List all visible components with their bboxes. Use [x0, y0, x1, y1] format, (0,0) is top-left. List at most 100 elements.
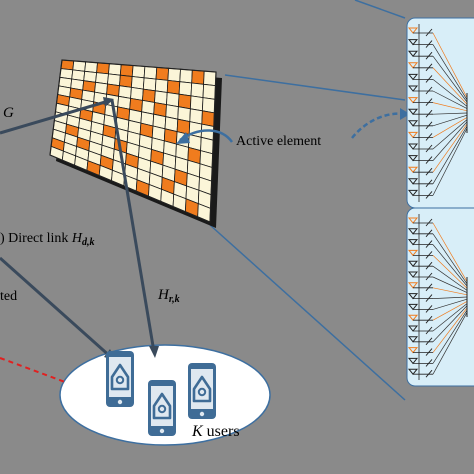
label-direct-link-sub: d,k — [82, 237, 95, 248]
antenna-shape — [407, 108, 419, 116]
ris-surface — [49, 59, 222, 228]
antenna-icon — [407, 131, 419, 139]
zoom-arrow — [351, 112, 405, 139]
circuit-route — [432, 32, 468, 98]
circuit-panel — [406, 207, 474, 387]
link-g-arrowhead — [103, 97, 114, 107]
circuit-route — [432, 67, 468, 105]
ris-passive-cell — [190, 82, 205, 99]
label-cut-word: ted — [0, 289, 18, 304]
phase-shifter-icon — [425, 369, 433, 378]
phase-shifter-slash — [425, 156, 433, 164]
phase-shifter-icon — [425, 218, 433, 227]
link-h-r — [110, 99, 156, 353]
antenna-shape — [407, 85, 419, 92]
phase-shifter-icon — [425, 348, 433, 356]
phone-home-button — [159, 428, 165, 434]
circuit-route — [432, 90, 468, 109]
ris-active-cell — [191, 69, 205, 85]
label-g: G — [3, 105, 14, 121]
phase-shifter-icon — [425, 305, 433, 313]
circuit-route — [432, 296, 468, 299]
phase-shifter-icon — [425, 51, 433, 60]
ris-passive-cell — [202, 83, 216, 100]
antenna-icon — [407, 347, 419, 354]
antenna-shape — [407, 239, 419, 246]
phase-shifter-slash — [425, 251, 433, 259]
phase-shifter-slash — [425, 144, 433, 153]
ris-active-cell — [96, 62, 110, 75]
phase-shifter-icon — [425, 294, 433, 302]
ris-passive-cell — [167, 67, 181, 83]
phase-shifter-icon — [425, 191, 433, 199]
antenna-icon — [407, 282, 419, 289]
phase-shifter-slash — [425, 167, 433, 176]
phase-shifter-slash — [425, 28, 433, 37]
ris-active-cell — [119, 64, 134, 77]
circuit-panel — [406, 17, 474, 209]
circuit-route — [432, 287, 468, 296]
active-element-arrowhead — [176, 132, 190, 144]
circuit-route — [432, 298, 468, 310]
home-door — [115, 375, 125, 385]
antenna-shape — [407, 293, 419, 300]
circuit-route — [432, 55, 468, 103]
antenna-icon — [407, 178, 419, 185]
circuit-route — [432, 276, 468, 293]
phase-shifter-icon — [425, 63, 433, 72]
zoom-line-lower — [209, 224, 406, 401]
circuit-route — [432, 112, 468, 115]
zoom-arrowhead — [400, 108, 410, 120]
circuit-route — [432, 255, 468, 289]
phase-shifter-icon — [425, 28, 433, 37]
circuit-route — [432, 303, 468, 332]
ris-passive-cell — [154, 78, 169, 93]
home-icon — [110, 363, 130, 391]
ris-active-cell — [155, 66, 170, 81]
home-outline — [152, 392, 172, 420]
ris-passive-cell — [178, 81, 193, 97]
phase-shifter-icon — [425, 40, 433, 48]
antenna-shape — [407, 303, 419, 311]
phase-shifter-slash — [425, 98, 433, 106]
label-direct-link-h: H — [71, 231, 83, 246]
phase-shifter-slash — [425, 121, 433, 130]
circuit-route — [432, 79, 468, 107]
phase-shifter-icon — [425, 229, 433, 238]
antenna-shape — [407, 62, 419, 69]
label-k: K — [192, 423, 203, 440]
phase-shifter-icon — [425, 121, 433, 130]
antenna-icon — [407, 228, 419, 235]
phase-shifter-slash — [425, 40, 433, 48]
ris-passive-cell — [203, 70, 217, 87]
circuit-route — [432, 123, 468, 173]
antenna-icon — [407, 85, 419, 92]
circuit-route — [432, 114, 468, 127]
phase-shifter-icon — [425, 337, 433, 346]
label-h-r-sub: r,k — [168, 294, 180, 305]
phase-shifter-icon — [425, 167, 433, 176]
antenna-icon — [407, 39, 419, 46]
antenna-shape — [407, 166, 419, 174]
link-g — [0, 98, 113, 135]
phase-shifter-icon — [425, 179, 433, 188]
phase-shifter-slash — [425, 337, 433, 346]
antenna-shape — [407, 314, 419, 322]
antenna-icon — [407, 27, 419, 34]
antenna-shape — [407, 73, 419, 81]
ris-active-cell — [177, 93, 192, 110]
antenna-icon — [407, 155, 419, 162]
link-h-r-arrowhead — [149, 346, 159, 358]
phase-shifter-slash — [425, 63, 433, 72]
label-direct-link: ) Direct link Hd,k — [0, 232, 95, 248]
ris-passive-cell — [142, 77, 157, 92]
phase-shifter-icon — [425, 75, 433, 83]
antenna-icon — [407, 73, 419, 81]
phase-shifter-slash — [425, 218, 433, 227]
antenna-shape — [407, 178, 419, 185]
antenna-shape — [407, 368, 419, 376]
zoom-line-upper — [224, 74, 406, 101]
circuit-route — [432, 128, 468, 196]
